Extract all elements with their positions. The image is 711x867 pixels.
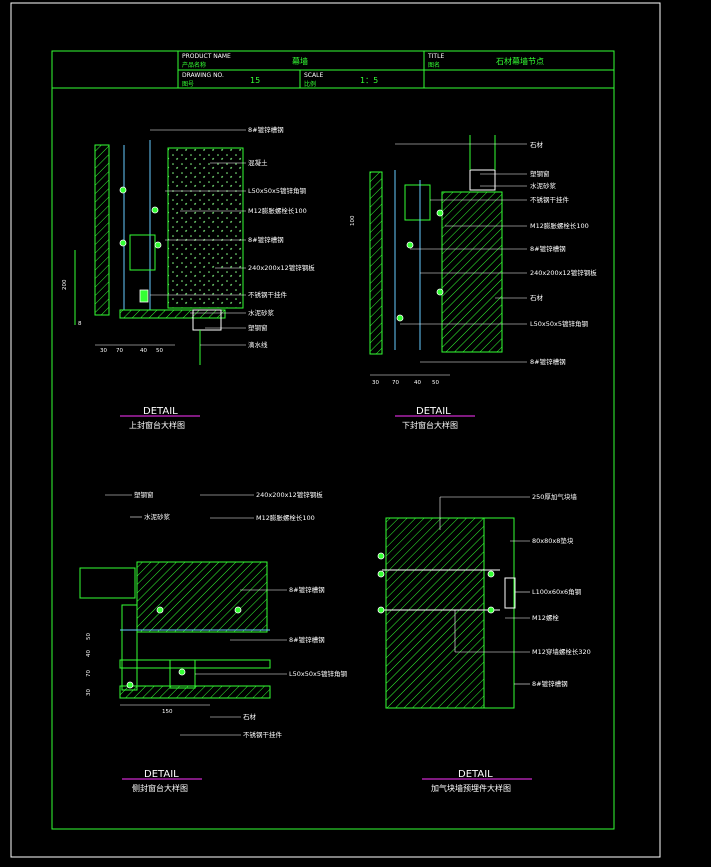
d3-label-6: L50x50x5镀锌角钢: [289, 669, 347, 678]
drawing-no-en: DRAWING NO.: [182, 72, 224, 79]
drawing-no-value: 15: [250, 76, 260, 85]
d1-label-9: 滴水线: [248, 340, 268, 349]
d1-label-6: 不锈钢干挂件: [248, 290, 288, 299]
d2-label-0: 石材: [530, 140, 544, 149]
d2-heading: DETAIL: [416, 406, 451, 417]
d2-dim-2: 70: [392, 380, 399, 386]
d1-label-8: 塑钢窗: [248, 323, 268, 332]
product-name-cn: 产品名称: [182, 61, 206, 69]
d1-caption: 上封窗台大样图: [129, 420, 185, 430]
d4-label-0: 250厚加气块墙: [532, 492, 577, 501]
title-cn: 图名: [428, 61, 440, 69]
d2-label-7: 石材: [530, 293, 544, 302]
d3-heading: DETAIL: [144, 769, 179, 780]
product-name-value: 幕墙: [292, 56, 308, 66]
d3-label-7: 石材: [243, 712, 257, 721]
title-value: 石材幕墙节点: [496, 56, 544, 66]
d3-dim-3: 30: [86, 689, 92, 696]
d2-label-3: 不锈钢干挂件: [530, 195, 570, 204]
product-name-en: PRODUCT NAME: [182, 53, 231, 60]
d1-dim-1: 30: [100, 348, 107, 354]
d3-dim-4: 150: [162, 709, 173, 715]
scale-cn: 比例: [304, 80, 316, 88]
d3-label-5: 8#镀锌槽钢: [289, 635, 325, 644]
d2-dim-0: 100: [350, 215, 356, 226]
d2-label-5: 8#镀锌槽钢: [530, 244, 566, 253]
title-block: [52, 51, 614, 89]
d3-label-2: 240x200x12镀锌钢板: [256, 490, 323, 499]
d2-label-9: 8#镀锌槽钢: [530, 357, 566, 366]
drawing-no-cn: 图号: [182, 81, 194, 88]
d1-heading: DETAIL: [143, 406, 178, 417]
d3-label-3: M12膨胀螺栓长100: [256, 513, 315, 522]
d1-label-4: 8#镀锌槽钢: [248, 235, 284, 244]
sheet-border-outer: [10, 2, 661, 858]
d4-heading: DETAIL: [458, 769, 493, 780]
d2-dim-1: 30: [372, 380, 379, 386]
d2-dim-3: 40: [414, 380, 421, 386]
d1-label-2: L50x50x5镀锌角钢: [248, 186, 306, 195]
d1-label-1: 混凝土: [248, 158, 268, 167]
d4-label-3: M12螺栓: [532, 613, 559, 622]
sheet-border-inner: [51, 50, 615, 830]
detail-lower-sill: 石材 塑钢窗 水泥砂浆 不锈钢干挂件 M12膨胀螺栓长100 8#镀锌槽钢 24…: [350, 135, 597, 430]
d3-dim-0: 50: [86, 633, 92, 640]
d2-label-4: M12膨胀螺栓长100: [530, 221, 589, 230]
d3-label-1: 水泥砂浆: [144, 512, 171, 521]
d1-label-0: 8#镀锌槽钢: [248, 125, 284, 134]
d1-dim-3: 40: [140, 348, 147, 354]
d1-label-5: 240x200x12镀锌钢板: [248, 263, 315, 272]
d2-dim-4: 50: [432, 380, 439, 386]
d3-caption: 侧封窗台大样图: [132, 783, 188, 793]
d2-label-8: L50x50x5镀锌角钢: [530, 319, 588, 328]
d2-label-2: 水泥砂浆: [530, 181, 557, 190]
d1-dim-0: 200: [62, 279, 68, 290]
detail-side-sill: 塑钢窗 水泥砂浆 240x200x12镀锌钢板 M12膨胀螺栓长100 8#镀锌…: [79, 490, 347, 793]
scale-value: 1：5: [360, 76, 378, 85]
d3-label-0: 塑钢窗: [134, 490, 154, 499]
d1-dim-2: 70: [116, 348, 123, 354]
d4-label-2: L100x60x6角钢: [532, 587, 582, 596]
d1-label-7: 水泥砂浆: [248, 308, 275, 317]
detail-block-wall-embed: 250厚加气块墙 80x80x8垫块 L100x60x6角钢 M12螺栓 M12…: [377, 492, 591, 793]
d2-label-1: 塑钢窗: [530, 169, 550, 178]
scale-en: SCALE: [304, 72, 323, 79]
d4-label-1: 80x80x8垫块: [532, 536, 574, 545]
d2-label-6: 240x200x12镀锌钢板: [530, 268, 597, 277]
d3-label-8: 不锈钢干挂件: [243, 730, 283, 739]
title-en: TITLE: [427, 53, 444, 60]
d2-caption: 下封窗台大样图: [402, 420, 458, 430]
d3-label-4: 8#镀锌槽钢: [289, 585, 325, 594]
d1-label-3: M12膨胀螺栓长100: [248, 206, 307, 215]
d3-dim-2: 70: [86, 670, 92, 677]
d4-label-5: 8#镀锌槽钢: [532, 679, 568, 688]
d3-dim-1: 40: [86, 650, 92, 657]
d4-label-4: M12穿墙螺栓长320: [532, 647, 591, 656]
d1-dim-5: 8: [78, 321, 82, 327]
detail-upper-sill: 8#镀锌槽钢 混凝土 L50x50x5镀锌角钢 M12膨胀螺栓长100 8#镀锌…: [62, 125, 315, 430]
d1-dim-4: 50: [156, 348, 163, 354]
d4-caption: 加气块墙预埋件大样图: [431, 783, 511, 793]
